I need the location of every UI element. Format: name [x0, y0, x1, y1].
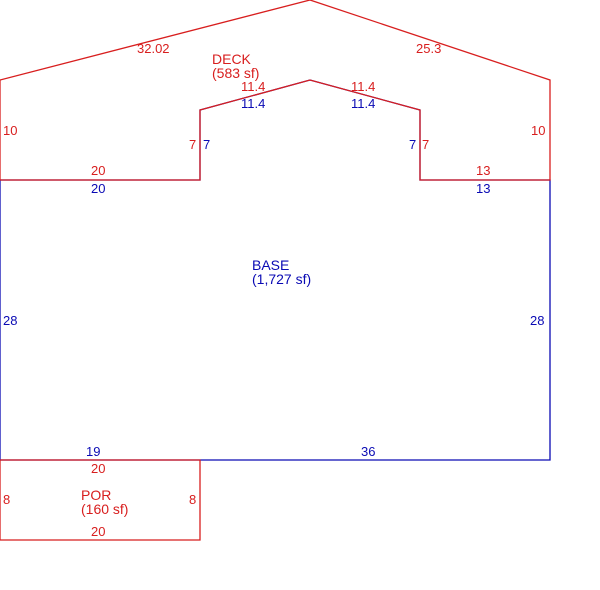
deck-dim-roof-right: 25.3 [416, 41, 441, 56]
base-dim-top-left: 20 [91, 181, 105, 196]
porch-dim-left: 8 [3, 492, 10, 507]
porch-name-label: POR [81, 487, 111, 503]
base-dim-notch-right: 7 [409, 137, 416, 152]
base-name-label: BASE [252, 257, 289, 273]
deck-area-label: (583 sf) [212, 65, 259, 81]
base-dim-right: 28 [530, 313, 544, 328]
deck-outline [0, 0, 551, 181]
deck-dim-notch-peak-left: 11.4 [241, 79, 265, 94]
base-area-label: (1,727 sf) [252, 271, 311, 287]
base-dim-notch-peak-left: 11.4 [241, 96, 265, 111]
base-dim-bottom-left: 19 [86, 444, 100, 459]
porch-dim-top: 20 [91, 461, 105, 476]
deck-dim-bottom-left: 20 [91, 163, 105, 178]
base-dim-left: 28 [3, 313, 17, 328]
porch-dim-bottom: 20 [91, 524, 105, 539]
deck-dim-notch-peak-right: 11.4 [351, 79, 375, 94]
porch-area-label: (160 sf) [81, 501, 128, 517]
base-dim-top-right: 13 [476, 181, 490, 196]
deck-dim-bottom-right: 13 [476, 163, 490, 178]
deck-dim-right-side: 10 [531, 123, 545, 138]
base-dim-bottom-right: 36 [361, 444, 375, 459]
base-dim-notch-left: 7 [203, 137, 210, 152]
porch-dim-right: 8 [189, 492, 196, 507]
deck-dim-left-side: 10 [3, 123, 17, 138]
deck-dim-notch-right: 7 [422, 137, 429, 152]
porch-outline [0, 459, 201, 541]
deck-name-label: DECK [212, 51, 252, 67]
base-dim-notch-peak-right: 11.4 [351, 96, 375, 111]
deck-dim-notch-left: 7 [189, 137, 196, 152]
deck-dim-roof-left: 32.02 [137, 41, 170, 56]
